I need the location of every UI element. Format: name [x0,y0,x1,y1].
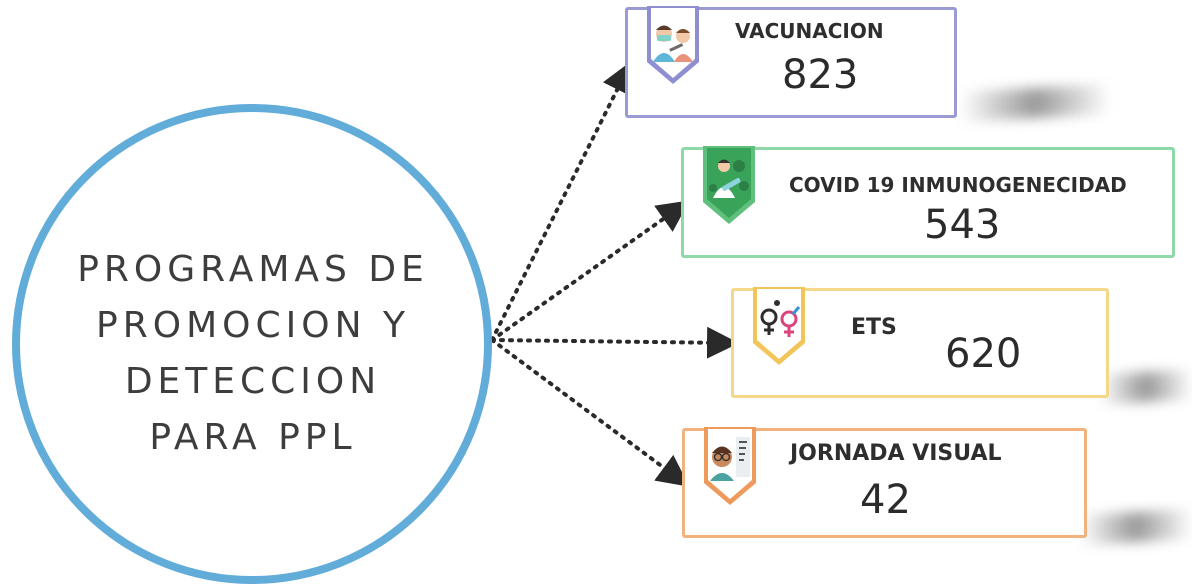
program-card-covid: COVID 19 INMUNOGENECIDAD 543 [681,146,1175,258]
program-value: 543 [924,202,1001,248]
program-value: 42 [860,477,911,523]
program-title: ETS [851,315,897,340]
hub-title-line: PARA PPL [149,417,357,458]
vaccination-icon [653,25,693,62]
program-title: VACUNACION [735,19,884,43]
hub-circle [12,104,492,584]
covid-research-icon [709,159,749,198]
badge [749,287,809,367]
hub-title: PROGRAMAS DE PROMOCION Y DETECCION PARA … [57,242,449,466]
arrow-vacunacion [490,60,632,342]
hub-title-line: PROGRAMAS DE [77,249,429,290]
badge [700,427,760,507]
gender-symbols-icon [760,300,801,337]
badge [699,146,759,226]
program-card-vacunacion: VACUNACION 823 [625,6,957,118]
arrow-covid [490,200,690,342]
program-value: 823 [782,52,859,98]
program-title: COVID 19 INMUNOGENECIDAD [789,173,1127,197]
hub-title-line: DETECCION [124,361,382,402]
program-card-jornada-visual: JORNADA VISUAL 42 [682,427,1087,538]
arrow-jornada-visual [490,338,690,487]
arrow-ets [490,326,739,359]
badge [643,6,703,86]
program-title: JORNADA VISUAL [790,441,1002,466]
program-card-ets: ETS 620 [731,287,1109,398]
card-shadow [1080,509,1192,545]
eye-exam-icon [710,437,750,481]
hub-title-line: PROMOCION Y [96,305,410,346]
program-value: 620 [945,331,1022,377]
card-shadow [1100,369,1192,405]
